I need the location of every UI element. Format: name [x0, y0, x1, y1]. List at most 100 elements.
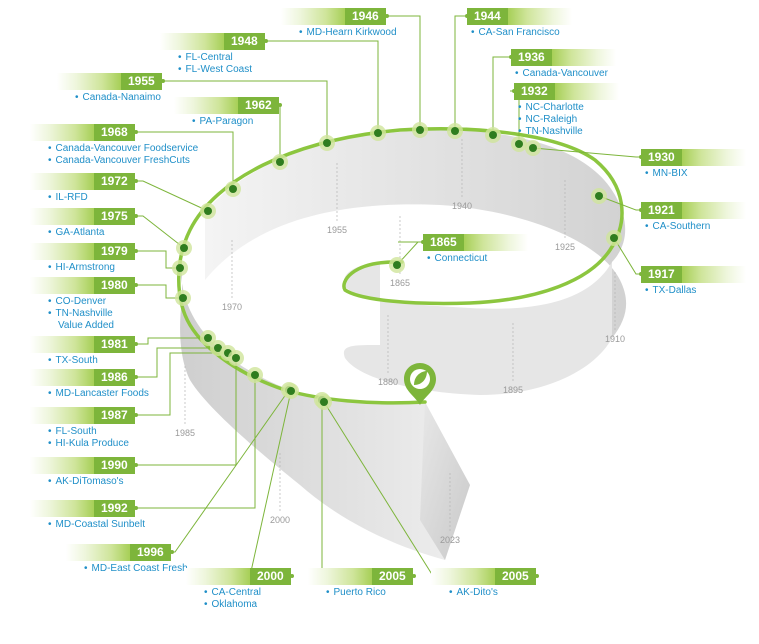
leader-line — [492, 56, 511, 135]
leader-end-dot — [385, 14, 389, 18]
year-tag: 1865 — [423, 234, 528, 251]
year-tag: 1992 — [30, 500, 145, 517]
leader-line — [136, 215, 185, 249]
milestone-m1975: 1975GA-Atlanta — [30, 208, 135, 239]
year-label: 2005 — [372, 568, 413, 585]
location-item: TN-Nashville — [518, 126, 619, 138]
location-item: AK-Dito's — [449, 587, 536, 599]
location-list: AK-Dito's — [449, 587, 536, 599]
year-tag: 1981 — [30, 336, 135, 353]
year-tag: 1996 — [66, 544, 188, 561]
year-tag-gradient — [30, 336, 94, 353]
timeline-dot — [323, 139, 331, 147]
year-label: 1990 — [94, 457, 135, 474]
leader-line — [454, 15, 467, 131]
location-list: Canada-Nanaimo — [75, 92, 162, 104]
ribbon-walls — [180, 130, 627, 560]
year-tag-gradient — [30, 407, 94, 424]
timeline-dot — [251, 371, 259, 379]
leader-line — [266, 40, 379, 133]
leader-end-dot — [134, 179, 138, 183]
leader-line — [136, 180, 209, 212]
timeline-dot — [374, 129, 382, 137]
timeline-dot — [232, 354, 240, 362]
year-label: 1986 — [94, 369, 135, 386]
location-list: Canada-Vancouver — [515, 68, 616, 80]
year-tag-gradient — [507, 8, 572, 25]
leader-end-dot — [535, 574, 539, 578]
year-label: 1944 — [467, 8, 508, 25]
milestone-m1932: 1932NC-CharlotteNC-RaleighTN-Nashville — [514, 83, 619, 138]
location-item: TX-Dallas — [645, 285, 746, 297]
back-wall — [205, 130, 627, 338]
timeline-dot — [393, 261, 401, 269]
year-tag-gradient — [30, 173, 94, 190]
leader-end-dot — [412, 574, 416, 578]
milestone-m1981: 1981TX-South — [30, 336, 135, 367]
year-label: 1987 — [94, 407, 135, 424]
year-tag: 1987 — [30, 407, 135, 424]
milestone-m1990: 1990AK-DiTomaso's — [30, 457, 135, 488]
leader-line — [163, 80, 328, 143]
axis-year-label: 1925 — [555, 242, 575, 252]
leader-line — [136, 375, 256, 509]
milestone-m1968: 1968Canada-Vancouver FoodserviceCanada-V… — [30, 124, 198, 167]
location-list: CA-CentralOklahoma — [204, 587, 291, 611]
year-label: 1992 — [94, 500, 135, 517]
leaf-pin-icon — [404, 363, 436, 405]
year-tag: 1944 — [467, 8, 572, 25]
year-tag: 1948 — [160, 33, 265, 50]
location-list: TX-South — [48, 355, 135, 367]
leader-end-dot — [161, 79, 165, 83]
year-tag-gradient — [30, 457, 94, 474]
location-item: FL-West Coast — [178, 64, 265, 76]
milestone-m1944: 1944CA-San Francisco — [467, 8, 572, 39]
milestone-m1962: 1962PA-Paragon — [174, 97, 279, 128]
axis-years: 1865188018951910192519401955197019852000… — [175, 139, 625, 545]
year-tag: 1936 — [511, 49, 616, 66]
leader-end-dot — [134, 413, 138, 417]
leader-end-dot — [170, 550, 174, 554]
axis-year-label: 1910 — [605, 334, 625, 344]
year-tag-gradient — [681, 149, 746, 166]
leader-line — [136, 131, 234, 189]
location-list: GA-Atlanta — [48, 227, 135, 239]
year-tag: 1980 — [30, 277, 135, 294]
year-label: 1930 — [641, 149, 682, 166]
ribbon-tail — [420, 402, 470, 560]
year-label: 1980 — [94, 277, 135, 294]
timeline-dot — [276, 158, 284, 166]
location-item: CA-Southern — [645, 221, 746, 233]
year-label: 1968 — [94, 124, 135, 141]
year-tag: 1990 — [30, 457, 135, 474]
year-tag-gradient — [551, 49, 616, 66]
location-item: IL-RFD — [48, 192, 135, 204]
timeline-dot — [595, 192, 603, 200]
location-list: NC-CharlotteNC-RaleighTN-Nashville — [518, 102, 619, 138]
year-label: 1996 — [130, 544, 171, 561]
location-list: TX-Dallas — [645, 285, 746, 297]
year-label: 1962 — [238, 97, 279, 114]
year-tag-gradient — [66, 544, 130, 561]
milestone-m1921: 1921CA-Southern — [641, 202, 746, 233]
year-label: 1981 — [94, 336, 135, 353]
milestone-m1930: 1930MN-BIX — [641, 149, 746, 180]
milestone-m1865: 1865Connecticut — [423, 234, 528, 265]
year-tag: 2000 — [186, 568, 291, 585]
location-item: CA-San Francisco — [471, 27, 572, 39]
location-item: NC-Charlotte — [518, 102, 619, 114]
year-tag: 1955 — [57, 73, 162, 90]
axis-year-label: 1970 — [222, 302, 242, 312]
timeline-dot — [214, 344, 222, 352]
location-item: AK-DiTomaso's — [48, 476, 135, 488]
location-item: Value Added — [58, 320, 114, 331]
milestone-m1936: 1936Canada-Vancouver — [511, 49, 616, 80]
milestone-m1948: 1948FL-CentralFL-West Coast — [160, 33, 265, 76]
timeline-dot — [229, 185, 237, 193]
location-item: TN-Nashville — [48, 308, 135, 320]
timeline-dots — [172, 122, 622, 410]
axis-year-label: 2000 — [270, 515, 290, 525]
milestone-m1917: 1917TX-Dallas — [641, 266, 746, 297]
location-list: MD-Coastal Sunbelt — [48, 519, 145, 531]
